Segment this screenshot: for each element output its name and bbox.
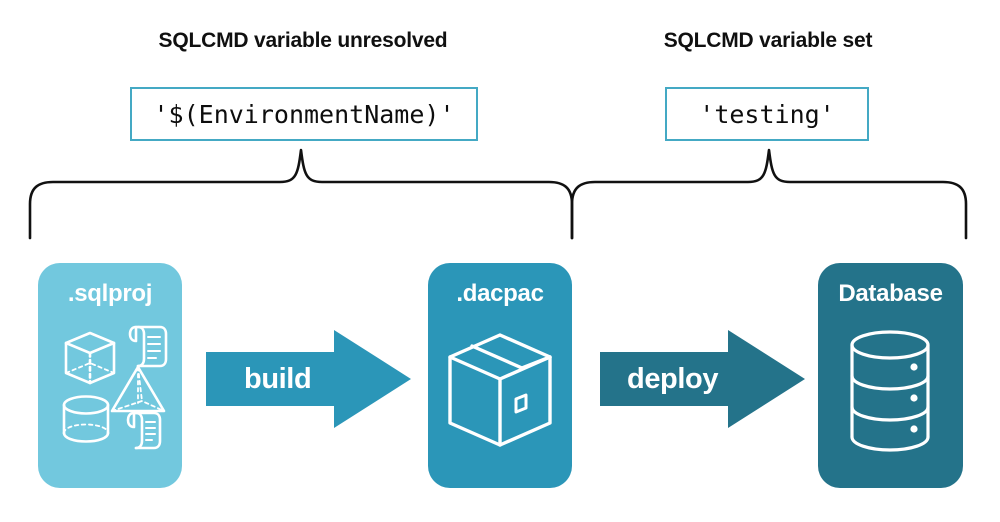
package-box-icon: [428, 315, 572, 465]
variable-value-box-unresolved: '$(EnvironmentName)': [130, 87, 478, 141]
stage-card-dacpac: .dacpac: [428, 263, 572, 488]
arrow-deploy: deploy: [600, 330, 805, 428]
stage-card-database: Database: [818, 263, 963, 488]
curly-brace-left-icon: [28, 148, 574, 240]
stage-card-database-label: Database: [838, 280, 943, 307]
arrow-build-label: build: [244, 363, 312, 395]
arrow-build: build: [206, 330, 411, 428]
variable-value-set: 'testing': [699, 99, 835, 129]
curly-brace-right-icon: [570, 148, 968, 240]
group-heading-set: SQLCMD variable set: [663, 29, 873, 52]
database-cylinder-icon: [818, 325, 963, 465]
stage-card-sqlproj: .sqlproj: [38, 263, 182, 488]
stage-card-dacpac-label: .dacpac: [456, 280, 544, 307]
stage-card-sqlproj-label: .sqlproj: [67, 280, 153, 307]
arrow-build-icon: [206, 330, 411, 428]
arrow-deploy-icon: [600, 330, 805, 428]
variable-value-unresolved: '$(EnvironmentName)': [153, 99, 455, 129]
project-artifacts-icon: [38, 315, 182, 455]
variable-value-box-set: 'testing': [665, 87, 869, 141]
group-heading-unresolved: SQLCMD variable unresolved: [158, 29, 448, 52]
arrow-deploy-label: deploy: [627, 363, 719, 395]
